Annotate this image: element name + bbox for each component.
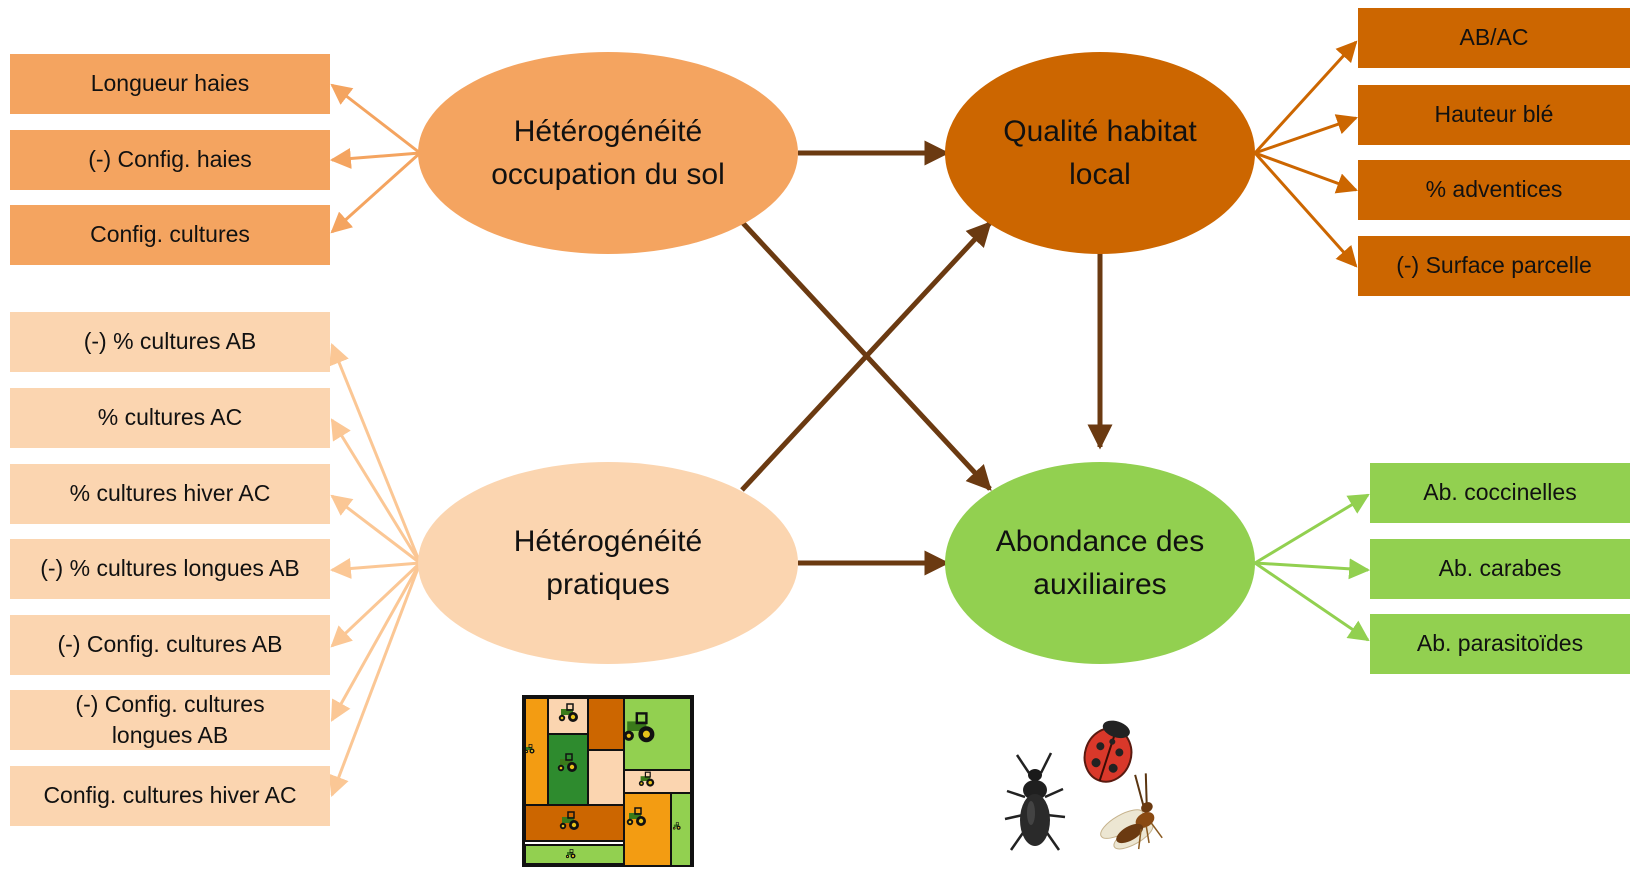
latent-land-use-label: Hétérogénéité occupation du sol	[491, 114, 725, 192]
indicator-abundance-2: Ab. carabes	[1370, 539, 1630, 599]
arrow-landuse-indicator-1	[330, 83, 421, 155]
tractor-icon	[623, 712, 655, 743]
arrow-abundance-indicator-3	[1254, 561, 1370, 642]
indicator-label: Hauteur blé	[1434, 101, 1554, 128]
tractor-icon	[557, 753, 577, 772]
indicator-habitat-4: (-) Surface parcelle	[1358, 236, 1630, 296]
indicator-practice-7: Config. cultures hiver AC	[10, 766, 330, 826]
latent-practices-label: Hétérogénéité pratiques	[513, 524, 703, 602]
arrow-practice-indicator-4	[329, 558, 421, 579]
arrow-landuse-indicator-3	[330, 151, 422, 234]
latent-land-use-heterogeneity: Hétérogénéité occupation du sol	[418, 52, 798, 254]
indicator-abundance-1: Ab. coccinelles	[1370, 463, 1630, 523]
indicator-practice-5: (-) Config. cultures AB	[10, 615, 330, 675]
ladybird-icon	[1083, 720, 1133, 783]
latent-local-habitat-quality: Qualité habitat local	[945, 52, 1255, 254]
indicator-label: % cultures hiver AC	[69, 480, 271, 507]
indicator-label: (-) % cultures AB	[83, 328, 257, 355]
indicator-abundance-3: Ab. parasitoïdes	[1370, 614, 1630, 674]
arrow-practice-indicator-3	[330, 494, 421, 565]
indicator-habitat-1: AB/AC	[1358, 8, 1630, 68]
field-parcel	[623, 769, 692, 794]
indicator-label: (-) Config. cultures longues AB	[75, 690, 265, 748]
field-parcel	[587, 749, 625, 806]
arrow-habitat-indicator-3	[1254, 151, 1358, 194]
indicator-practice-6: (-) Config. cultures longues AB	[10, 690, 330, 750]
arrow-abundance-indicator-1	[1254, 493, 1370, 565]
indicator-label: Config. cultures	[90, 221, 250, 248]
indicator-hedge-config: (-) Config. haies	[10, 130, 330, 190]
field-mosaic-icon	[522, 695, 694, 867]
arrow-practice-indicator-1	[329, 343, 422, 564]
arrow-habitat-indicator-4	[1253, 152, 1358, 268]
field-parcel	[524, 697, 549, 806]
field-parcel	[587, 697, 625, 751]
latent-natural-enemies-abundance: Abondance des auxiliaires	[945, 462, 1255, 664]
indicator-hedge-length: Longueur haies	[10, 54, 330, 114]
indicator-crop-config: Config. cultures	[10, 205, 330, 265]
arrow-practice-indicator-5	[330, 561, 422, 648]
indicator-label: (-) % cultures longues AB	[40, 555, 300, 582]
carabid-beetle-icon	[1004, 752, 1066, 851]
indicator-label: % cultures AC	[97, 404, 243, 431]
indicator-label: Ab. parasitoïdes	[1416, 630, 1584, 657]
indicator-label: (-) Config. cultures AB	[57, 631, 283, 658]
tractor-icon	[524, 744, 535, 754]
indicator-label: (-) Surface parcelle	[1396, 252, 1592, 279]
indicator-practice-2: % cultures AC	[10, 388, 330, 448]
tractor-icon	[565, 849, 576, 859]
parasitoid-wasp-icon	[1100, 773, 1163, 850]
latent-abundance-label: Abondance des auxiliaires	[995, 524, 1205, 602]
indicator-habitat-2: Hauteur blé	[1358, 85, 1630, 145]
arrow-habitat-indicator-2	[1254, 114, 1358, 155]
tractor-icon	[626, 807, 646, 826]
indicator-label: Ab. carabes	[1438, 555, 1562, 582]
arrow-practice-indicator-6	[330, 562, 422, 722]
indicator-label: Longueur haies	[90, 70, 250, 97]
indicator-label: % adventices	[1425, 176, 1563, 203]
indicator-label: Config. cultures hiver AC	[43, 782, 297, 809]
indicator-label: (-) Config. haies	[88, 146, 252, 173]
field-parcel	[623, 792, 672, 867]
indicator-label: AB/AC	[1459, 24, 1529, 51]
tractor-icon	[559, 811, 579, 830]
field-parcel	[623, 697, 692, 771]
latent-habitat-label: Qualité habitat local	[1003, 114, 1197, 192]
arrow-practices-to-habitat	[740, 221, 992, 492]
indicator-practice-3: % cultures hiver AC	[10, 464, 330, 524]
tractor-icon	[558, 703, 578, 722]
indicator-practice-4: (-) % cultures longues AB	[10, 539, 330, 599]
indicator-label: Ab. coccinelles	[1423, 479, 1577, 506]
arrow-practice-indicator-7	[328, 562, 422, 797]
arrow-habitat-indicator-1	[1253, 40, 1358, 155]
latent-practices-heterogeneity: Hétérogénéité pratiques	[418, 462, 798, 664]
insects-icon	[1004, 720, 1163, 851]
arrow-practice-indicator-2	[330, 418, 422, 564]
indicator-habitat-3: % adventices	[1358, 160, 1630, 220]
arrow-abundance-indicator-2	[1254, 558, 1371, 580]
tractor-icon	[672, 822, 681, 830]
indicator-practice-1: (-) % cultures AB	[10, 312, 330, 372]
arrow-landuse-indicator-2	[329, 148, 421, 169]
field-parcel	[670, 792, 692, 867]
tractor-icon	[638, 771, 655, 787]
